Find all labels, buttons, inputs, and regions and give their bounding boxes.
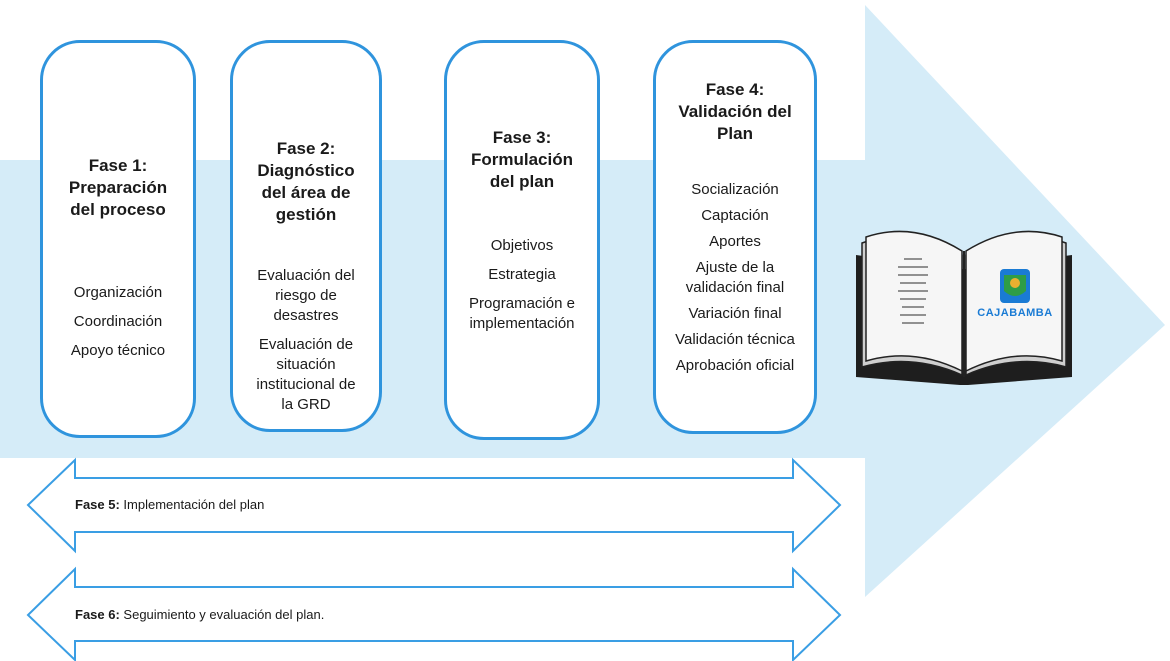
- logo-text: CAJABAMBA: [977, 307, 1053, 319]
- phase-5-label: Fase 5: Implementación del plan: [75, 497, 264, 512]
- phase-3-item: Objetivos: [490, 237, 554, 254]
- open-book-icon: CAJABAMBA: [852, 225, 1076, 385]
- phase-6-label-text: Seguimiento y evaluación del plan.: [119, 607, 325, 622]
- phase-4-item: Variación final: [688, 305, 782, 322]
- phase-4-item: Aprobación oficial: [675, 357, 795, 374]
- phase-5-label-text: Implementación del plan: [119, 497, 265, 512]
- phase-1-box: Fase 1: Preparación del proceso Organiza…: [40, 40, 196, 438]
- phase-3-item: Estrategia: [488, 266, 556, 283]
- phase-6-label: Fase 6: Seguimiento y evaluación del pla…: [75, 607, 324, 622]
- phase-1-item: Coordinación: [73, 313, 163, 330]
- phase-4-item: Socialización: [691, 181, 779, 198]
- phase-1-title: Fase 1: Preparación del proceso: [68, 156, 168, 219]
- phase-2-items: Evaluación del riesgo de desastres Evalu…: [233, 266, 379, 415]
- phase-4-item: Ajuste de la validación final: [685, 259, 785, 296]
- phase-4-items: Socialización Captación Aportes Ajuste d…: [656, 180, 814, 376]
- phase-1-items: Organización Coordinación Apoyo técnico: [43, 283, 193, 361]
- phase-3-item: Programación e implementación: [469, 295, 575, 332]
- phase-4-item: Validación técnica: [675, 331, 795, 348]
- phase-2-box: Fase 2: Diagnóstico del área de gestión …: [230, 40, 382, 432]
- phase-4-box: Fase 4: Validación del Plan Socializació…: [653, 40, 817, 434]
- phase-4-item: Captación: [701, 207, 769, 224]
- phase-3-box: Fase 3: Formulación del plan Objetivos E…: [444, 40, 600, 440]
- phase-1-item: Organización: [73, 284, 163, 301]
- phase-4-item: Aportes: [709, 233, 761, 250]
- phase-5-label-bold: Fase 5:: [75, 497, 120, 512]
- phase-3-title: Fase 3: Formulación del plan: [470, 128, 573, 191]
- phase6-double-arrow: [26, 566, 842, 661]
- phase-1-item: Apoyo técnico: [70, 342, 166, 359]
- book-drawing: [856, 230, 1072, 385]
- phase-6-label-bold: Fase 6:: [75, 607, 120, 622]
- phase-2-item: Evaluación del riesgo de desastres: [257, 267, 355, 324]
- cajabamba-logo-icon: [1000, 269, 1030, 303]
- phase-4-title: Fase 4: Validación del Plan: [678, 80, 792, 143]
- phase-2-item: Evaluación de situación institucional de…: [256, 336, 356, 413]
- phase-3-items: Objetivos Estrategia Programación e impl…: [447, 236, 597, 334]
- phase5-double-arrow: [26, 457, 842, 554]
- phase-2-title: Fase 2: Diagnóstico del área de gestión: [257, 139, 355, 224]
